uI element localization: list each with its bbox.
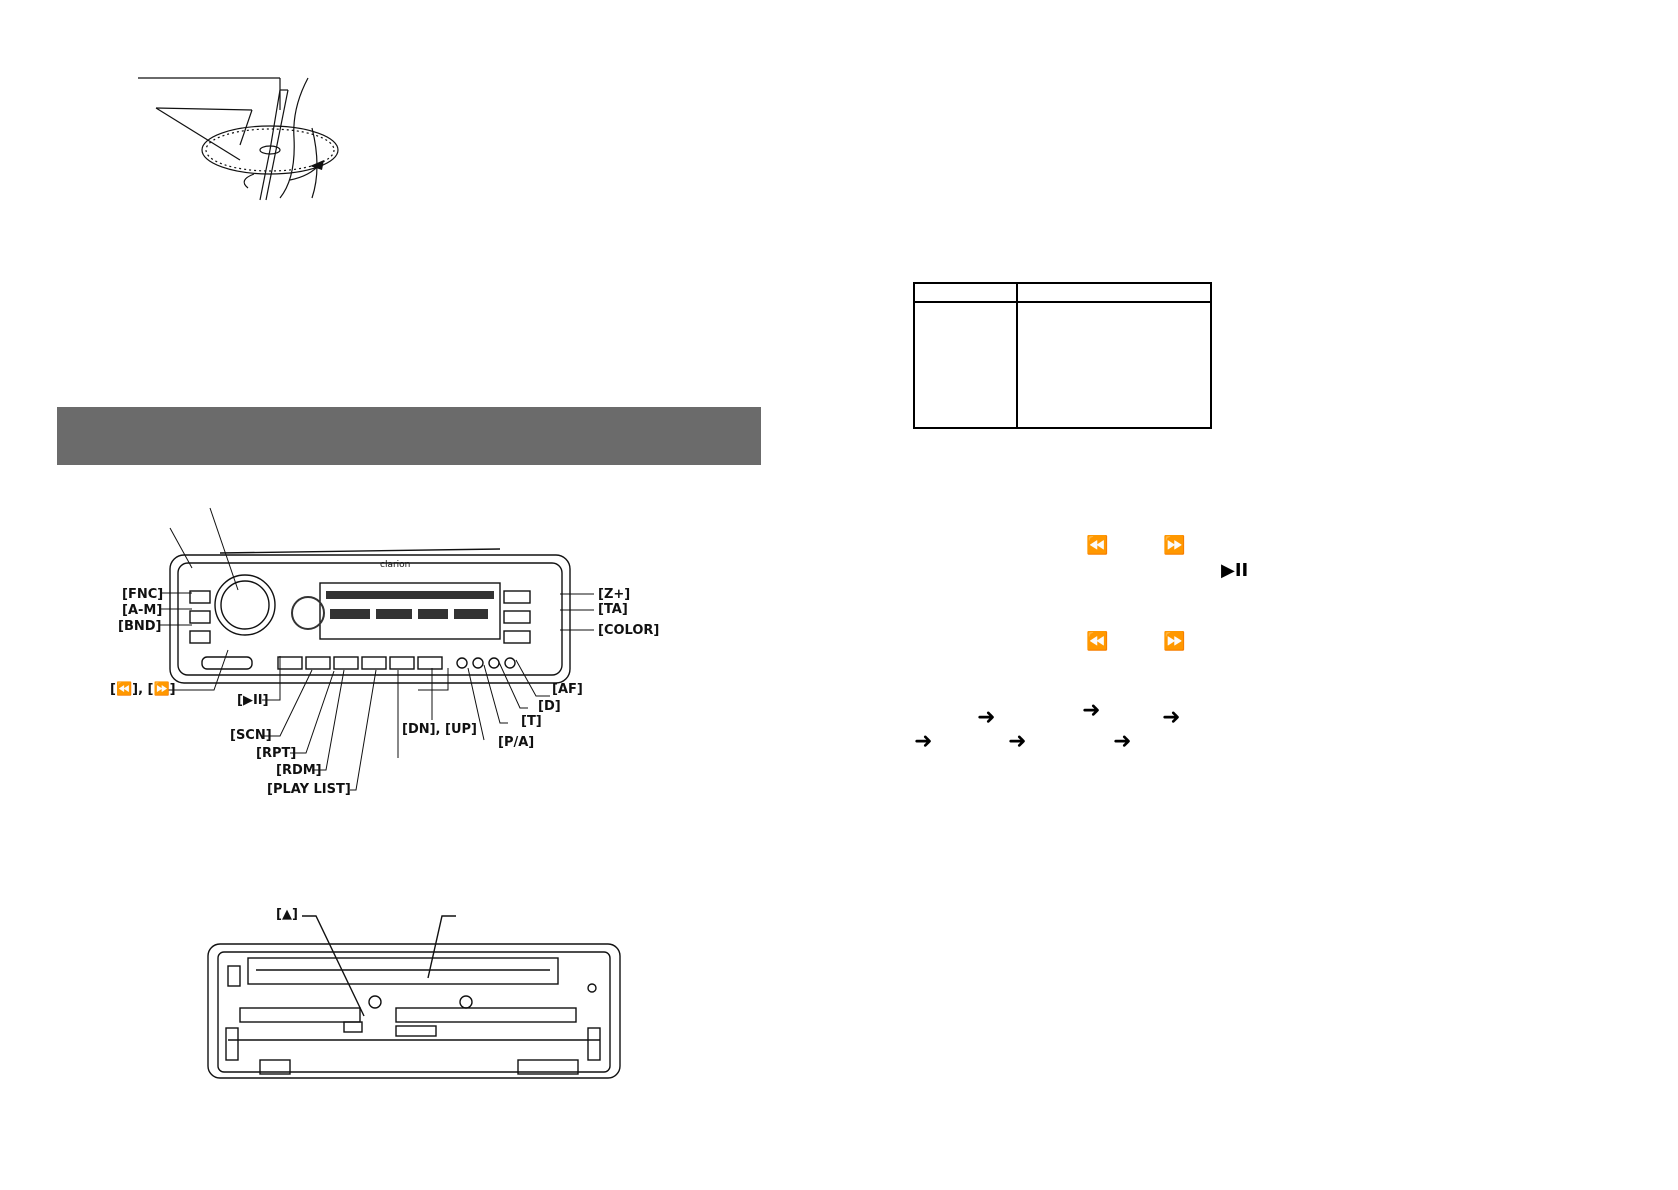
spec-table (913, 282, 1212, 429)
section-banner (57, 407, 761, 465)
front-panel-diagram: clarion (169, 548, 571, 684)
spec-table-row (914, 302, 1211, 428)
label-t: [T] (521, 714, 542, 729)
label-ta: [TA] (598, 602, 628, 617)
brand-logo-text: clarion (380, 560, 410, 570)
label-af: [AF] (552, 682, 583, 697)
label-scn: [SCN] (230, 728, 272, 743)
arrow-icon: ➜ (1162, 705, 1181, 730)
label-pa: [P/A] (498, 735, 535, 750)
label-eject: [▲] (276, 907, 298, 922)
forward-icon: ⏩ (1163, 535, 1186, 556)
arrow-icon: ➜ (977, 705, 996, 730)
inner-panel-diagram (207, 915, 621, 1079)
label-dn-up: [DN], [UP] (402, 722, 477, 737)
arrow-icon: ➜ (1113, 729, 1132, 754)
arrow-icon: ➜ (914, 729, 933, 754)
forward-icon: ⏩ (1163, 631, 1186, 652)
spec-table-cell (1017, 302, 1211, 428)
label-skip: [⏪], [⏩] (110, 682, 176, 697)
label-rdm: [RDM] (276, 763, 322, 778)
label-play-list: [PLAY LIST] (267, 782, 351, 797)
spec-table-header-row (914, 283, 1211, 303)
rewind-icon: ⏪ (1086, 631, 1109, 652)
label-play-pause: [▶II] (237, 693, 269, 708)
label-fnc: [FNC] (122, 587, 164, 602)
spec-table-header-cell (914, 283, 1018, 303)
spec-table-header-cell (1017, 283, 1211, 303)
spec-table-cell (914, 302, 1018, 428)
label-bnd: [BND] (118, 619, 162, 634)
label-rpt: [RPT] (256, 746, 297, 761)
label-color: [COLOR] (598, 623, 660, 638)
cd-cleaning-illustration (138, 77, 339, 201)
label-d: [D] (538, 699, 561, 714)
arrow-icon: ➜ (1008, 729, 1027, 754)
label-z-plus: [Z+] (598, 587, 631, 602)
arrow-icon: ➜ (1082, 698, 1101, 723)
rewind-icon: ⏪ (1086, 535, 1109, 556)
label-am: [A-M] (122, 603, 163, 618)
play-pause-icon: ▶II (1221, 560, 1249, 581)
